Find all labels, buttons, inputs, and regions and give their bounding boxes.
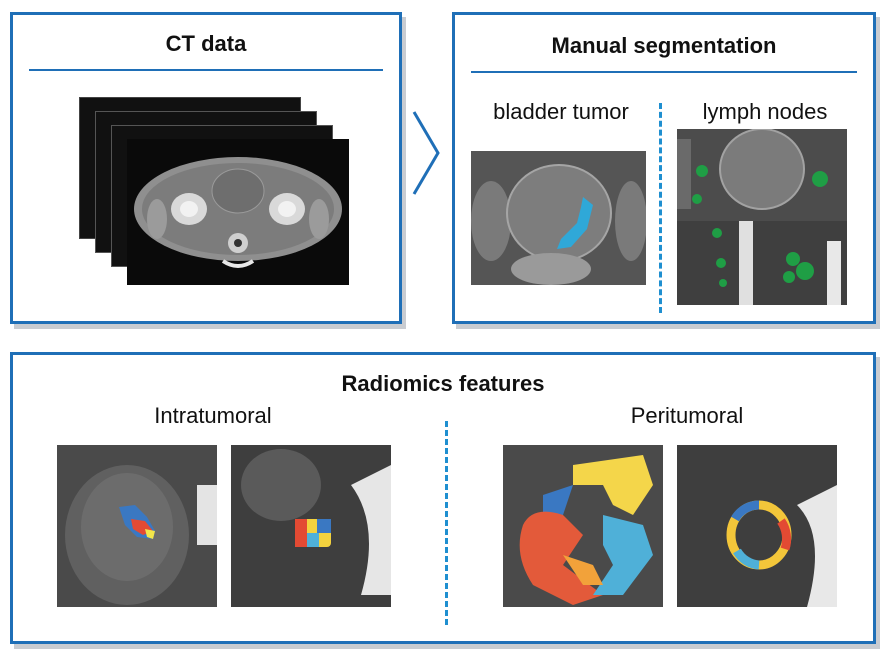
- radiomics-divider: [445, 421, 448, 625]
- flow-arrow-icon: [412, 111, 440, 195]
- bladder-tumor-scan: [471, 151, 646, 285]
- ct-pelvis-image: [134, 157, 342, 268]
- ct-slice-front: [127, 139, 349, 285]
- segmentation-title-divider: [471, 71, 857, 73]
- lymph-node-scan-top: [677, 129, 847, 223]
- ct-data-title: CT data: [165, 31, 247, 56]
- bladder-tumor-label: bladder tumor: [493, 99, 629, 124]
- peritumoral-scan-2: [677, 445, 837, 607]
- intratumoral-scan-2: [231, 445, 391, 607]
- segmentation-title: Manual segmentation: [551, 33, 777, 58]
- intratumoral-scan-1: [57, 445, 217, 607]
- manual-segmentation-panel: Manual segmentation bladder tumor lymph …: [452, 12, 876, 324]
- tumor-segmentation-mask: [557, 197, 593, 249]
- ct-data-panel: CT data: [10, 12, 402, 324]
- intratumoral-label: Intratumoral: [154, 403, 272, 428]
- lymph-node-scan-bottom: [677, 221, 847, 305]
- ct-title-divider: [29, 69, 383, 71]
- radiomics-features-panel: Radiomics features Intratumoral Peritumo…: [10, 352, 876, 644]
- segmentation-divider: [659, 103, 662, 313]
- lymph-nodes-label: lymph nodes: [702, 99, 828, 124]
- ct-slice-stack: [79, 97, 359, 297]
- peritumoral-scan-1: [503, 445, 663, 607]
- radiomics-title: Radiomics features: [341, 371, 545, 396]
- peritumoral-label: Peritumoral: [630, 403, 744, 428]
